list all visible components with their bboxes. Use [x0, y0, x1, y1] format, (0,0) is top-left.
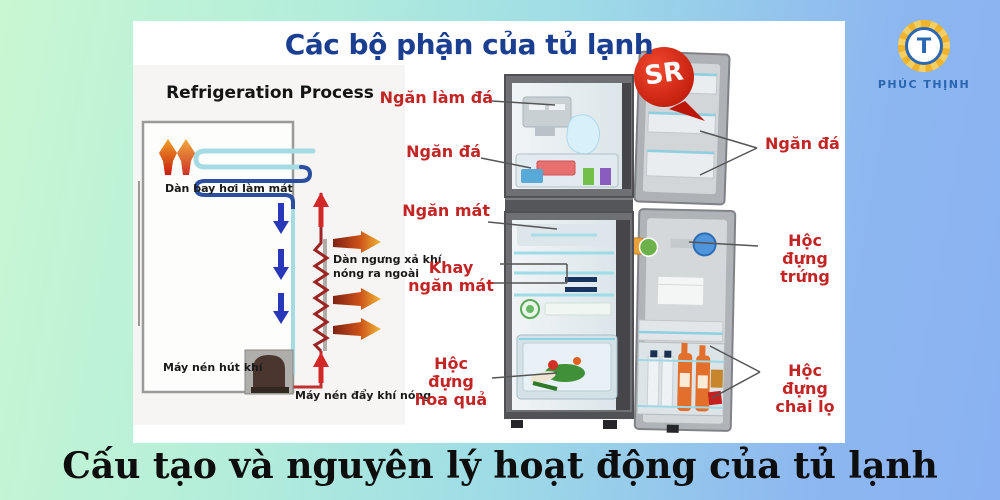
- fridge-foot: [511, 420, 523, 428]
- condenser-coil: [312, 193, 330, 353]
- freezer-cabinet: [504, 74, 634, 198]
- green-box: [583, 168, 594, 185]
- shelf-front-bar: [565, 287, 597, 292]
- bottom-title: Cấu tạo và nguyên lý hoạt động của tủ lạ…: [62, 445, 938, 487]
- amber-jar: [710, 369, 723, 388]
- fridge-foot: [603, 420, 617, 429]
- door-knob: [692, 232, 717, 257]
- evaporator-coil-blue: [193, 165, 313, 211]
- label-egg-compartment: Hộc đựng trứng: [780, 231, 830, 286]
- cool-cabinet: [504, 211, 634, 429]
- heat-absorb-flame-icons: [159, 139, 195, 175]
- logo-monogram: T: [916, 33, 932, 58]
- cabinet-divider: [505, 197, 633, 212]
- label-bottle-compartment: Hộc đựng chai lọ: [775, 361, 835, 416]
- fridge-door: [621, 208, 737, 433]
- brand-name: PHÚC THỊNH: [877, 78, 971, 91]
- shelf-front-bar: [565, 277, 597, 282]
- fruit-drawer: [516, 334, 618, 400]
- label-leader-lines: [480, 100, 761, 399]
- label-cool-compartment: Ngăn mát: [402, 201, 490, 220]
- process-diagram-title: Refrigeration Process: [166, 83, 374, 103]
- bottle-bin: [636, 341, 726, 417]
- content-card: Các bộ phận của tủ lạnh Refrigeration Pr…: [133, 21, 845, 443]
- page-title: Các bộ phận của tủ lạnh: [284, 28, 654, 61]
- evaporator-coil-cyan: [193, 148, 316, 170]
- ice-maker: [522, 96, 572, 128]
- label-freezer-compartment-right: Ngăn đá: [765, 134, 840, 153]
- fresh-strip: [544, 302, 612, 316]
- purple-box: [600, 168, 611, 185]
- door-mid-bin: [638, 319, 724, 343]
- gear-logo-icon: T: [898, 20, 950, 72]
- heat-out-arrow-icons: [333, 231, 381, 340]
- diagram-and-fridge-art: [133, 47, 761, 433]
- compressor-suction-label: Máy nén hút khí: [163, 361, 263, 374]
- sr-badge: [634, 47, 705, 121]
- egg-storage-box: [656, 275, 705, 306]
- label-freezer-compartment-left: Ngăn đá: [406, 142, 481, 161]
- label-ice-making-compartment: Ngăn làm đá: [379, 88, 493, 107]
- cold-flow-arrow-icons: [273, 203, 289, 324]
- white-bottle: [660, 356, 674, 408]
- compressor: [244, 349, 294, 395]
- brand-logo: T PHÚC THỊNH: [874, 20, 974, 100]
- pink-tray: [536, 160, 576, 176]
- door-foot: [666, 424, 679, 433]
- white-bottle: [646, 355, 660, 407]
- label-cool-tray: Khay ngăn mát: [408, 258, 494, 295]
- evaporator-label: Dàn bay hơi làm mát: [165, 182, 293, 195]
- frost-block: [566, 114, 601, 155]
- label-fruit-drawer: Hộc đựng hoa quả: [414, 354, 488, 409]
- compressor-discharge-label: Máy nén đẩy khí nóng: [295, 389, 432, 402]
- condenser-label: Dàn ngưng xả khí nóng ra ngoài: [333, 253, 442, 281]
- green-sticker: [638, 237, 659, 257]
- blue-tray: [521, 169, 543, 183]
- hot-flow-arrow-icons: [313, 192, 329, 383]
